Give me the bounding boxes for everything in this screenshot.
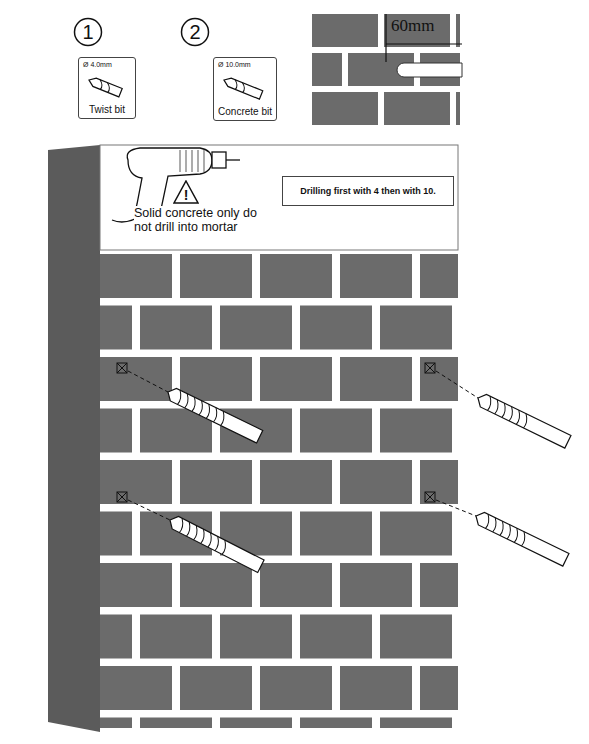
drill-mark xyxy=(117,492,127,502)
leader-line xyxy=(436,500,476,516)
brick xyxy=(300,306,372,350)
brick xyxy=(260,563,332,607)
wall-side xyxy=(48,145,100,732)
brick xyxy=(456,14,460,47)
brick xyxy=(100,409,132,453)
drill-bit xyxy=(222,76,262,99)
brick xyxy=(100,615,132,659)
brick xyxy=(380,718,452,729)
brick xyxy=(140,615,212,659)
brick xyxy=(420,460,458,504)
brick xyxy=(312,53,342,86)
brick xyxy=(300,512,372,556)
brick xyxy=(300,718,372,729)
bit-diameter: Ø 4.0mm xyxy=(83,61,131,69)
brick xyxy=(100,666,172,710)
bit-name: Concrete bit xyxy=(218,106,272,118)
brick xyxy=(340,254,412,298)
step-circle: 1 xyxy=(73,17,103,47)
brick xyxy=(456,92,460,125)
brick xyxy=(180,563,252,607)
dimension-label: 60mm xyxy=(391,16,461,36)
brick xyxy=(100,563,172,607)
brick xyxy=(384,92,450,125)
brick xyxy=(260,357,332,401)
warning-triangle: ! xyxy=(173,180,199,204)
brick xyxy=(340,563,412,607)
brick xyxy=(312,14,378,47)
brick xyxy=(100,254,172,298)
brick xyxy=(260,460,332,504)
drill-bit xyxy=(475,392,571,448)
drill-mark xyxy=(425,363,435,373)
step-number: 2 xyxy=(189,21,200,44)
brick xyxy=(100,718,132,729)
warning-note: Solid concrete only do not drill into mo… xyxy=(134,206,262,235)
brick xyxy=(180,357,252,401)
brick xyxy=(100,460,172,504)
bit-diameter: Ø 10.0mm xyxy=(218,61,272,69)
brick xyxy=(140,718,212,729)
brick xyxy=(312,92,378,125)
brick xyxy=(420,563,458,607)
brick xyxy=(380,512,452,556)
note-box: Drilling first with 4 then with 10. xyxy=(282,176,454,206)
step-number: 1 xyxy=(82,21,93,44)
brick xyxy=(260,666,332,710)
brick xyxy=(100,306,132,350)
drill-mark xyxy=(425,492,435,502)
brick xyxy=(380,306,452,350)
leader-line xyxy=(128,500,170,520)
brick xyxy=(380,409,452,453)
drill-bit xyxy=(473,510,569,566)
brick xyxy=(300,615,372,659)
warning-sign: ! xyxy=(184,187,189,203)
brick xyxy=(340,460,412,504)
brick xyxy=(260,254,332,298)
drill-hole xyxy=(397,63,462,77)
brick xyxy=(380,615,452,659)
brick xyxy=(340,357,412,401)
brick xyxy=(420,357,458,401)
drill-bit xyxy=(167,514,264,573)
brick xyxy=(420,666,458,710)
brick xyxy=(220,615,292,659)
brick-wall xyxy=(48,145,492,744)
brick xyxy=(100,357,172,401)
drill-bit xyxy=(87,76,122,97)
brick xyxy=(180,254,252,298)
drill-mark xyxy=(117,363,127,373)
bit-name: Twist bit xyxy=(83,104,131,116)
brick xyxy=(420,254,458,298)
brick-sample xyxy=(312,14,460,125)
note-text: Drilling first with 4 then with 10. xyxy=(300,186,436,196)
brick xyxy=(300,409,372,453)
brick xyxy=(220,718,292,729)
brick xyxy=(180,666,252,710)
leader-line xyxy=(436,371,478,398)
dimension-line xyxy=(385,14,386,62)
bit-card: Ø 4.0mmTwist bit xyxy=(78,57,136,119)
step-circle: 2 xyxy=(180,17,210,47)
brick xyxy=(140,306,212,350)
bit-card: Ø 10.0mmConcrete bit xyxy=(213,57,277,121)
dimension-line xyxy=(386,43,462,44)
leader-line xyxy=(128,371,168,392)
white-sheet xyxy=(100,145,458,250)
drill-bit xyxy=(165,386,263,443)
brick xyxy=(100,512,132,556)
brick xyxy=(180,460,252,504)
brick xyxy=(220,306,292,350)
brick xyxy=(340,666,412,710)
